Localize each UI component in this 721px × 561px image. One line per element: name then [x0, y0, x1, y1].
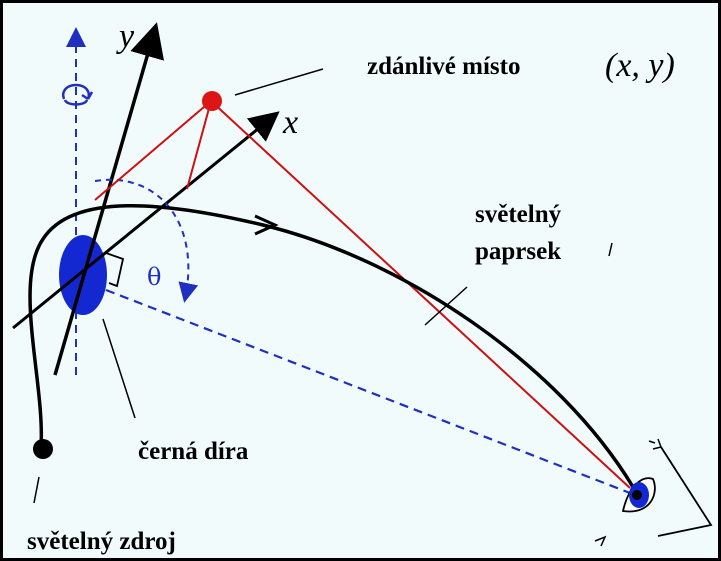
apparent-position-label: zdánlivé místo: [367, 53, 520, 80]
observer-direction-line: [105, 288, 631, 495]
apparent-position-coordinates: (x, y): [605, 47, 675, 84]
light-ray-path: [28, 204, 635, 488]
light-source-label: světelný zdroj: [27, 528, 176, 555]
light-ray-label-line1: světelný: [475, 201, 562, 228]
stray-tick: [608, 242, 613, 257]
y-axis: [53, 22, 165, 376]
light-ray-direction-arrow: [254, 214, 279, 236]
black-hole-lensing-diagram: y x zdánlivé místo (x, y) světelný paprs…: [12, 18, 713, 555]
eye-icon: [594, 438, 713, 547]
apparent-point: [202, 91, 222, 111]
black-hole-label: černá díra: [138, 438, 249, 465]
light-ray-pointer: [424, 286, 468, 326]
light-source-pointer: [33, 476, 40, 504]
y-axis-label: y: [116, 18, 135, 55]
apparent-point-pointer: [234, 68, 324, 96]
x-axis-label: x: [282, 104, 298, 141]
apparent-ray-projection: [186, 100, 212, 190]
light-ray-label-line2: paprsek: [475, 238, 561, 265]
theta-label: θ: [147, 263, 161, 291]
right-angle-marker: [105, 252, 125, 288]
light-source: [33, 439, 53, 459]
apparent-ray-lines: [94, 99, 631, 489]
rotation-arrow-icon: [62, 83, 94, 106]
x-axis: [12, 111, 280, 330]
black-hole-pointer: [102, 318, 136, 419]
